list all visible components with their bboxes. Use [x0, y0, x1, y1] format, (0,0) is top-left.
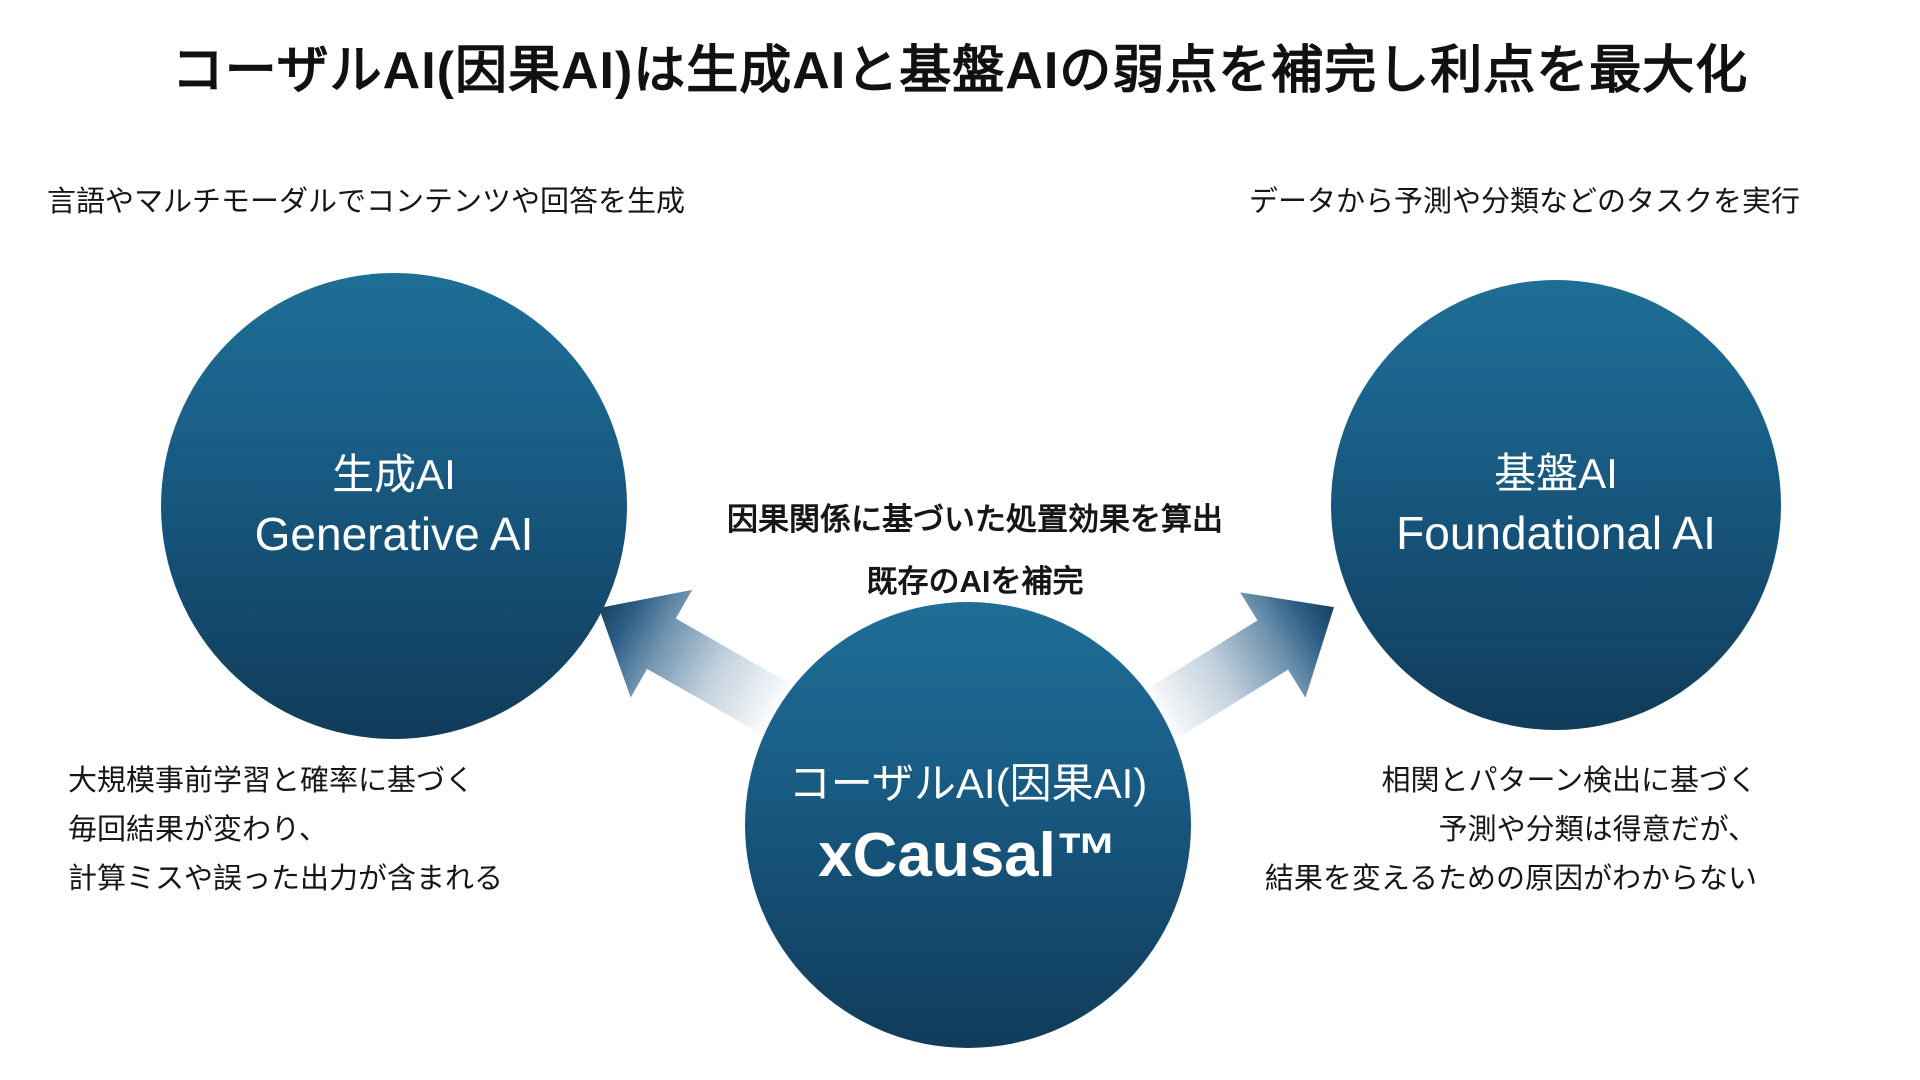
generative-caption: 言語やマルチモーダルでコンテンツや回答を生成	[47, 186, 686, 218]
foundational-circle-label-en: Foundational AI	[1396, 506, 1716, 559]
generative-circle-label-ja: 生成AI	[332, 451, 456, 499]
generative-weakness-line-1: 大規模事前学習と確率に基づく	[68, 765, 475, 797]
causal-circle-label-ja: コーザルAI(因果AI)	[788, 759, 1148, 807]
causal-note-line-2: 既存のAIを補完	[866, 564, 1084, 599]
foundational-weaknesses: 相関とパターン検出に基づく 予測や分類は得意だが、 結果を変えるための原因がわか…	[1265, 757, 1757, 904]
generative-weakness-line-2: 毎回結果が変わり、	[68, 814, 328, 846]
foundational-circle-label-ja: 基盤AI	[1494, 450, 1618, 498]
causal-note-line-1: 因果関係に基づいた処置効果を算出	[727, 502, 1223, 537]
foundational-weakness-line-3: 結果を変えるための原因がわからない	[1264, 863, 1757, 895]
causal-circle: コーザルAI(因果AI) xCausal™	[745, 602, 1191, 1048]
foundational-caption: データから予測や分類などのタスクを実行	[1248, 186, 1800, 218]
causal-product-label: xCausal™	[818, 821, 1118, 891]
generative-circle: 生成AI Generative AI	[161, 273, 627, 739]
foundational-weakness-line-2: 予測や分類は得意だが、	[1438, 814, 1757, 846]
generative-weakness-line-3: 計算ミスや誤った出力が含まれる	[68, 863, 504, 895]
generative-weaknesses: 大規模事前学習と確率に基づく 毎回結果が変わり、 計算ミスや誤った出力が含まれる	[68, 757, 503, 904]
causal-note: 因果関係に基づいた処置効果を算出 既存のAIを補完	[700, 489, 1250, 613]
page-title: コーザルAI(因果AI)は生成AIと基盤AIの弱点を補完し利点を最大化	[171, 42, 1749, 100]
foundational-weakness-line-1: 相関とパターン検出に基づく	[1381, 765, 1757, 797]
generative-circle-label-en: Generative AI	[254, 507, 534, 560]
foundational-circle: 基盤AI Foundational AI	[1331, 280, 1781, 730]
